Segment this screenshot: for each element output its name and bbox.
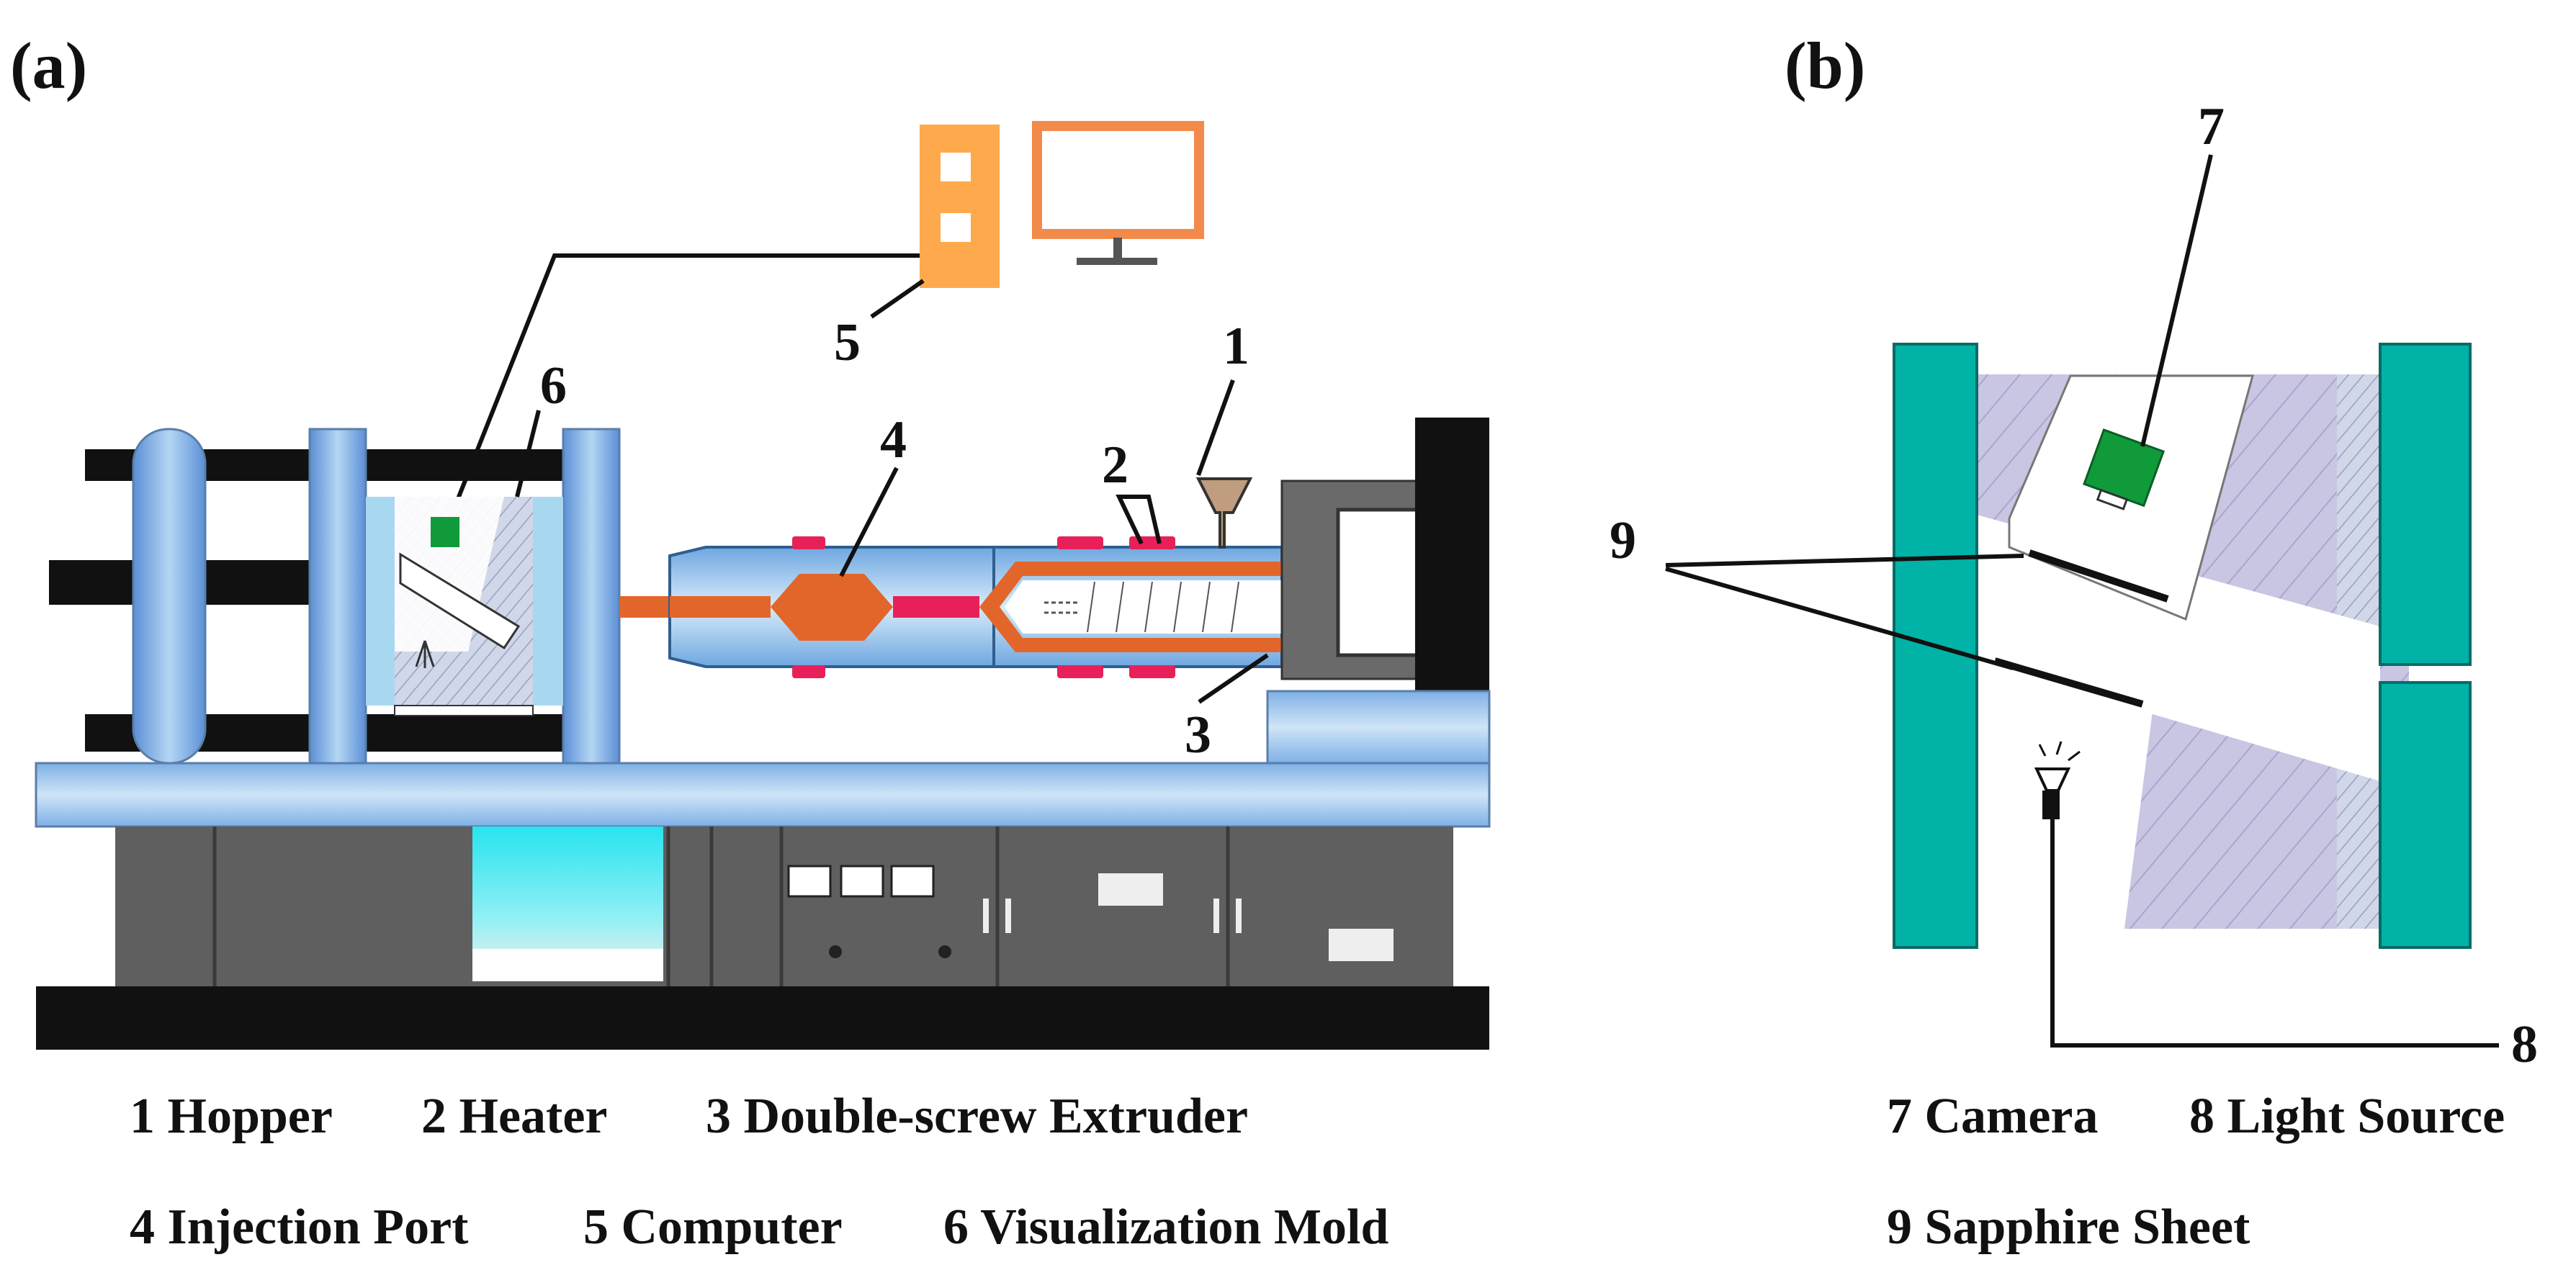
drive-unit xyxy=(1266,418,1491,765)
legend-b: 7 Camera 8 Light Source 9 Sapphire Sheet xyxy=(1887,1089,2505,1255)
computer-cable xyxy=(443,253,920,533)
leader-2 xyxy=(1116,495,1162,545)
clamp-platen xyxy=(132,428,207,765)
number-1: 1 xyxy=(1223,317,1249,376)
moving-platen xyxy=(308,428,367,765)
panel-b: (b) xyxy=(1610,29,2538,1255)
mold-cross-section xyxy=(1977,374,2409,929)
number-5: 5 xyxy=(834,313,861,372)
number-2: 2 xyxy=(1102,436,1128,495)
panel-a-label: (a) xyxy=(10,29,87,102)
leader-6 xyxy=(515,410,541,497)
number-4: 4 xyxy=(880,410,907,469)
leader-4 xyxy=(839,467,899,577)
right-plate-top xyxy=(2379,343,2472,666)
machine-table xyxy=(35,762,1491,828)
legend-hopper: 1 Hopper xyxy=(130,1089,333,1144)
number-3: 3 xyxy=(1185,706,1211,765)
leader-3 xyxy=(1198,653,1269,704)
leader-9a xyxy=(1665,554,2024,567)
right-plate-bottom xyxy=(2379,681,2472,949)
fixed-platen xyxy=(562,428,621,765)
computer-tower-icon xyxy=(920,125,1000,288)
injection-barrel xyxy=(619,546,1283,668)
legend-heater: 2 Heater xyxy=(421,1089,607,1144)
number-8: 8 xyxy=(2511,1015,2538,1074)
machine-base xyxy=(36,986,1489,1050)
camera-icon xyxy=(2083,428,2166,510)
hopper-icon xyxy=(1195,477,1253,549)
legend-injection-port: 4 Injection Port xyxy=(130,1199,468,1255)
leader-1 xyxy=(1196,379,1235,477)
machine-cabinet xyxy=(115,827,1453,986)
monitor-icon xyxy=(1032,121,1204,265)
legend-light-source: 8 Light Source xyxy=(2189,1089,2505,1144)
visualization-mold xyxy=(366,497,563,716)
number-7: 7 xyxy=(2198,97,2225,156)
leader-8 xyxy=(2050,819,2499,1048)
flashlight-icon xyxy=(2034,741,2081,819)
panel-a: (a) xyxy=(10,29,1491,1255)
legend-mold: 6 Visualization Mold xyxy=(943,1199,1388,1255)
number-9: 9 xyxy=(1610,511,1636,570)
leader-9b xyxy=(1665,567,2014,670)
panel-b-label: (b) xyxy=(1785,29,1865,102)
legend-camera: 7 Camera xyxy=(1887,1089,2099,1144)
leader-7 xyxy=(2140,154,2213,447)
legend-computer: 5 Computer xyxy=(583,1199,843,1255)
leader-5 xyxy=(870,279,925,319)
legend-sapphire-sheet: 9 Sapphire Sheet xyxy=(1887,1199,2250,1255)
number-6: 6 xyxy=(540,356,567,415)
legend-extruder: 3 Double-screw Extruder xyxy=(706,1089,1248,1144)
legend-a: 1 Hopper 2 Heater 3 Double-screw Extrude… xyxy=(130,1089,1388,1255)
